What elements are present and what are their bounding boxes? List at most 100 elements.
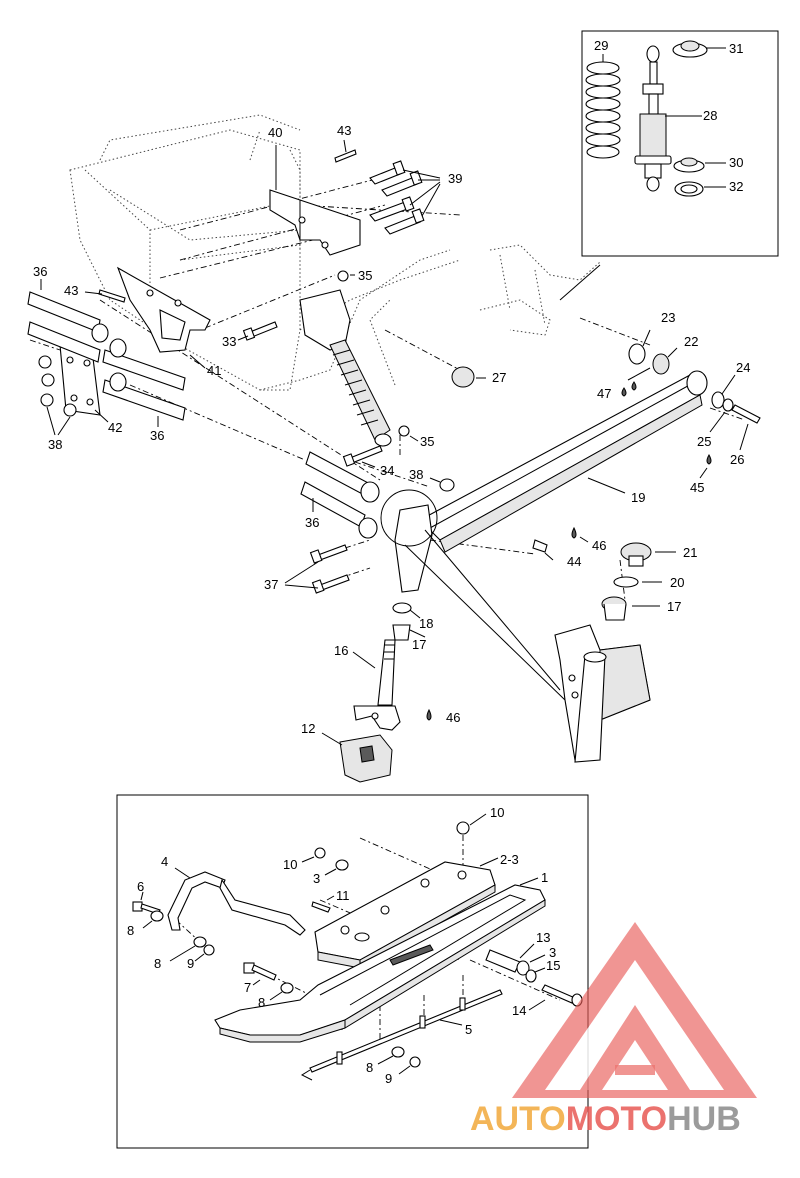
callout-33: 33 — [222, 334, 236, 349]
callout-38-right: 38 — [409, 467, 423, 482]
bolt-7-part: 7 — [243, 962, 277, 995]
stopper-12-part: 12 — [301, 721, 393, 783]
callout-8-c: 8 — [258, 995, 265, 1010]
callout-42: 42 — [108, 420, 122, 435]
callout-38-left: 38 — [48, 437, 62, 452]
callout-17-left: 17 — [412, 637, 426, 652]
ski-handle-part: 4 — [161, 854, 306, 936]
callout-9-b: 9 — [385, 1071, 392, 1086]
callout-22: 22 — [684, 334, 698, 349]
pin-11-part: 11 — [311, 888, 350, 913]
callout-5: 5 — [465, 1022, 472, 1037]
watermark-auto: AUTO — [470, 1100, 566, 1138]
bolt-6-part: 6 — [132, 879, 161, 915]
callout-11: 11 — [336, 888, 350, 903]
callout-21: 21 — [683, 545, 697, 560]
callout-2-3: 2-3 — [500, 852, 519, 867]
callout-46-lower: 46 — [446, 710, 460, 725]
bushing-22-23-part: 23 22 — [628, 310, 698, 375]
callout-18: 18 — [419, 616, 433, 631]
ring-20-part: 20 — [613, 575, 684, 590]
callout-37: 37 — [264, 577, 278, 592]
callout-30: 30 — [729, 155, 743, 170]
callout-13: 13 — [536, 930, 550, 945]
callout-35-top: 35 — [358, 268, 372, 283]
drop-45-part: 45 — [690, 453, 712, 495]
callout-44: 44 — [567, 554, 581, 569]
rivet-43-left-part: 43 — [64, 283, 126, 303]
callout-10-top: 10 — [490, 805, 504, 820]
bolt-14-part: 14 — [512, 984, 583, 1018]
nut-15-part: 15 — [525, 958, 560, 983]
fitting-44-part: 44 — [532, 539, 581, 569]
spring-cup-top-part — [672, 40, 708, 58]
spring-cup-bottom-part — [673, 157, 705, 173]
callout-32: 32 — [729, 179, 743, 194]
nut-35-top-part: 35 — [337, 268, 372, 283]
callout-35-lower: 35 — [420, 434, 434, 449]
callout-17-right: 17 — [667, 599, 681, 614]
watermark-text: AUTOMOTOHUB — [470, 1100, 741, 1138]
callout-27: 27 — [492, 370, 506, 385]
washer-8-d-part: 8 — [366, 1046, 405, 1075]
nut-9-b-part: 9 — [385, 1056, 421, 1086]
ring-18-part: 18 — [392, 602, 433, 631]
washer-8-a-part: 8 — [127, 910, 164, 938]
nut-10-top-part: 10 — [456, 805, 504, 835]
ski-part: 1 — [214, 870, 548, 1043]
shock-absorber-inset: 29 28 31 30 32 — [581, 30, 779, 257]
callout-6: 6 — [137, 879, 144, 894]
spring-part — [585, 61, 621, 159]
washer-3-right-part: 3 — [516, 945, 556, 976]
callout-20: 20 — [670, 575, 684, 590]
washer-8-b-part: 8 — [154, 936, 207, 971]
bracket-40-part: 40 — [268, 125, 361, 256]
spindle-bracket-part — [554, 624, 651, 763]
callout-24: 24 — [736, 360, 750, 375]
callout-43-left: 43 — [64, 283, 78, 298]
cap-21-part: 21 — [620, 542, 697, 567]
callout-41: 41 — [207, 363, 221, 378]
callout-7: 7 — [244, 980, 251, 995]
callout-39: 39 — [448, 171, 462, 186]
callout-3-right: 3 — [549, 945, 556, 960]
nuts-38-left-part: 38 — [38, 355, 77, 452]
callout-36-right: 36 — [305, 515, 319, 530]
washer-3-top-part: 3 — [313, 859, 349, 886]
callout-36-left: 36 — [33, 264, 47, 279]
bolt-34-part: 34 — [342, 445, 394, 478]
callout-19: 19 — [631, 490, 645, 505]
callout-28: 28 — [703, 108, 717, 123]
bolt-33-part: 33 — [222, 321, 278, 349]
chassis-outline — [69, 114, 461, 391]
callout-15: 15 — [546, 958, 560, 973]
callout-1: 1 — [541, 870, 548, 885]
upper-spindle-dotted — [479, 244, 601, 336]
callout-47: 47 — [597, 386, 611, 401]
nut-10-left-part: 10 — [283, 847, 326, 872]
callout-3-top: 3 — [313, 871, 320, 886]
drop-46-upper-part: 46 — [571, 526, 606, 553]
carbide-runner-part: 5 — [300, 989, 503, 1081]
trailing-arm-19-part: 19 — [380, 370, 708, 701]
watermark-moto: MOTO — [566, 1100, 667, 1138]
cap-27-part: 27 — [451, 366, 506, 388]
washer-8-c-part: 8 — [258, 982, 294, 1010]
callout-34: 34 — [380, 463, 394, 478]
callout-36-middle: 36 — [150, 428, 164, 443]
nut-35-lower-part: 35 — [398, 425, 434, 449]
callout-25: 25 — [697, 434, 711, 449]
drop-47-part: 47 — [597, 367, 651, 401]
callout-10-left: 10 — [283, 857, 297, 872]
callout-4: 4 — [161, 854, 168, 869]
bushing-17-left-part: 17 — [392, 624, 426, 652]
bolts-39-part: 39 — [369, 160, 462, 235]
plate-41-part: 41 — [116, 266, 221, 378]
callout-8-a: 8 — [127, 923, 134, 938]
washer-ring-part — [674, 181, 704, 197]
inset-frame-top — [581, 30, 779, 257]
callout-8-b: 8 — [154, 956, 161, 971]
nut-9-a-part: 9 — [187, 944, 215, 971]
nut-38-right-part: 38 — [409, 467, 455, 492]
